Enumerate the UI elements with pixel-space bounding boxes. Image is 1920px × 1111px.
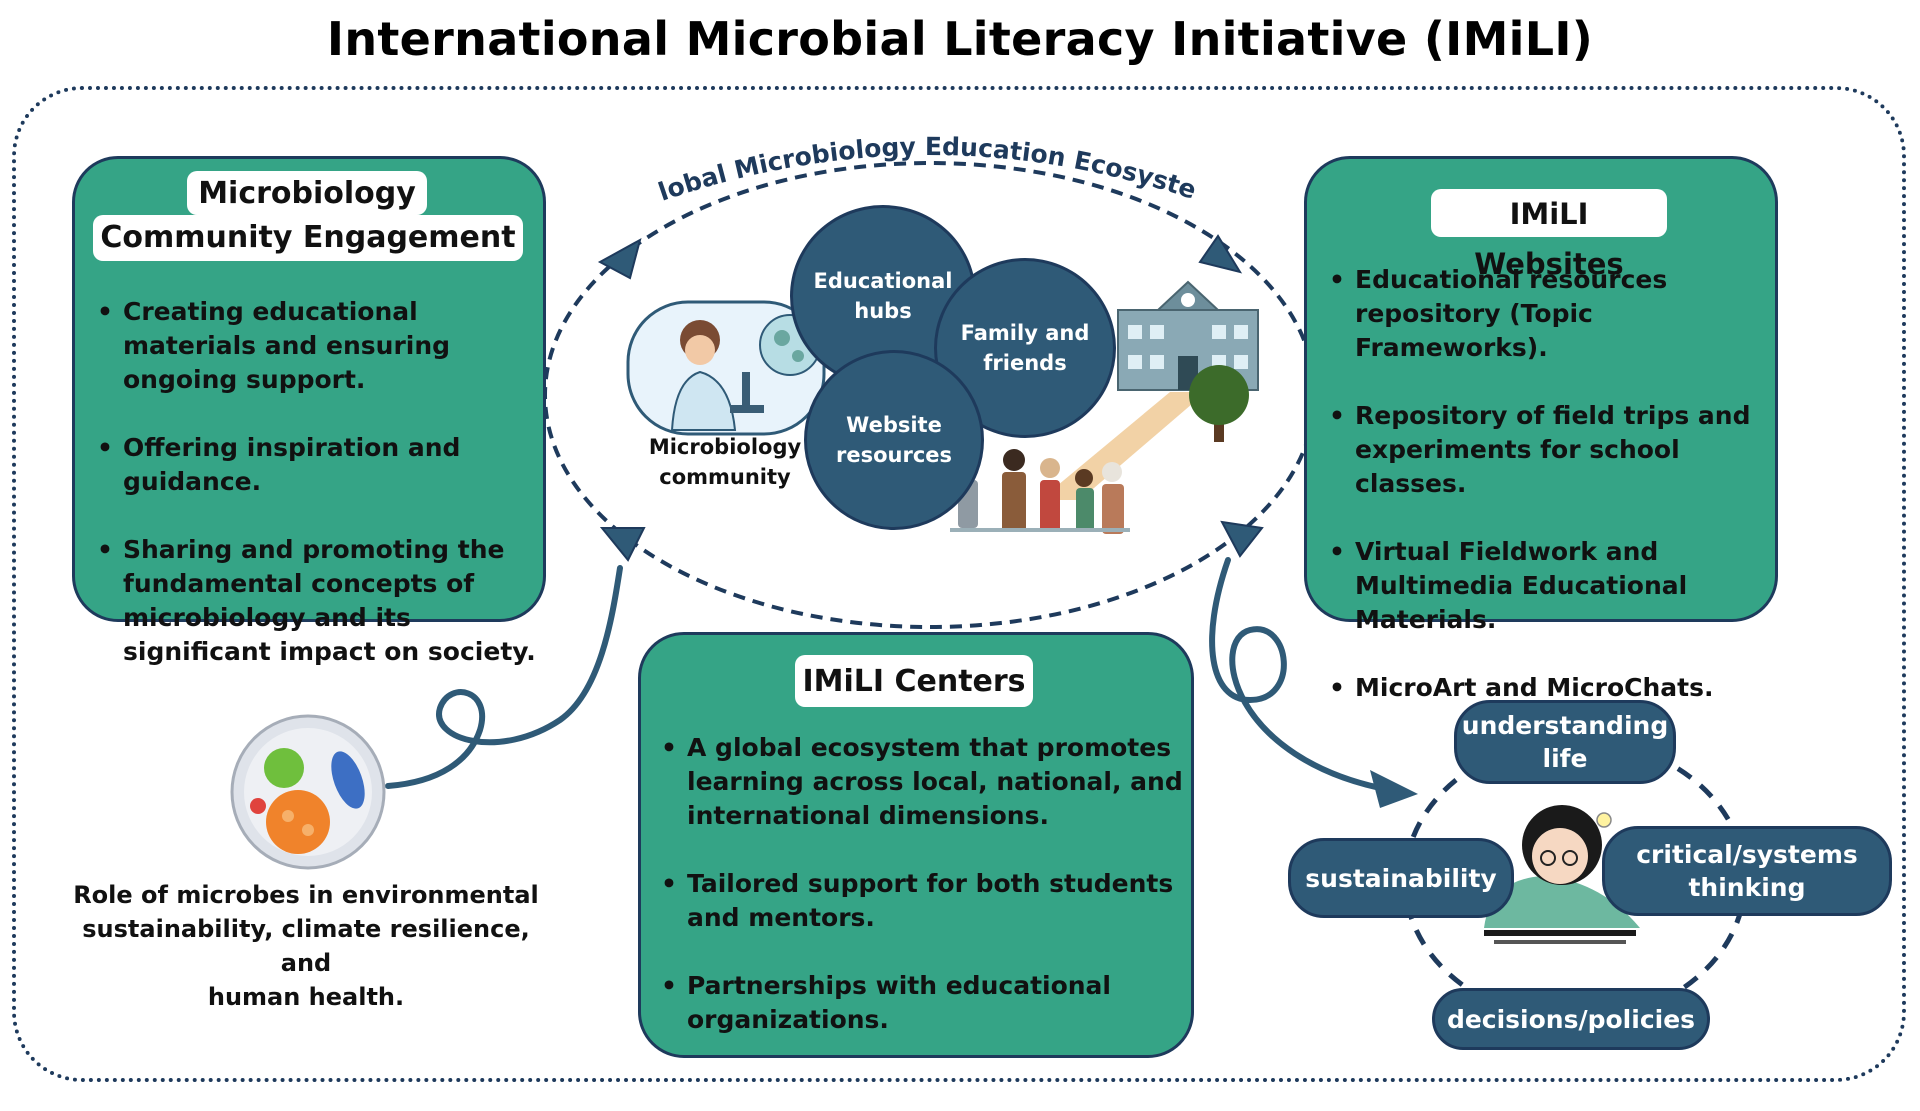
scientist-illustration (626, 300, 826, 436)
engagement-item: Sharing and promoting the fundamental co… (97, 533, 553, 669)
engagement-title-line2: Community Engagement (93, 215, 523, 261)
ellipse-arrow-upper-right (1198, 234, 1243, 274)
diagram-title: International Microbial Literacy Initiat… (326, 12, 1594, 66)
websites-item: Repository of field trips and experiment… (1329, 399, 1785, 501)
outcome-critical-systems-thinking: critical/systems thinking (1602, 826, 1892, 916)
community-caption: Microbiology community (648, 435, 802, 489)
outcome-decisions-policies: decisions/policies (1432, 988, 1710, 1050)
websites-item: Educational resources repository (Topic … (1329, 263, 1785, 365)
websites-item: MicroArt and MicroChats. (1329, 671, 1785, 705)
websites-list: Educational resources repository (Topic … (1327, 263, 1785, 739)
outcomes-arrow-head (1370, 770, 1418, 808)
outer-dotted-frame (12, 86, 1906, 1082)
outcome-sustainability: sustainability (1288, 838, 1514, 918)
engagement-list: Creating educational materials and ensur… (95, 295, 553, 703)
engagement-item: Offering inspiration and guidance. (97, 431, 553, 499)
centers-title: IMiLI Centers (795, 655, 1033, 707)
tree-illustration (1189, 365, 1249, 442)
outcomes-curl-arrow (1209, 557, 1393, 793)
websites-title: IMiLI Websites (1431, 189, 1667, 281)
microbes-caption: Role of microbes in environmental sustai… (73, 881, 539, 1011)
microbes-curl-arrow (385, 565, 623, 789)
bubble-website-resources: Website resources (804, 350, 984, 530)
centers-item: Partnerships with educational organizati… (661, 969, 1187, 1037)
centers-list: A global ecosystem that promotes learnin… (659, 731, 1187, 1071)
centers-panel: IMiLI Centers A global ecosystem that pr… (638, 632, 1194, 1058)
centers-item: A global ecosystem that promotes learnin… (661, 731, 1187, 833)
ellipse-arrow-lower-left (599, 527, 646, 562)
websites-panel: IMiLI Websites Educational resources rep… (1304, 156, 1778, 705)
ellipse-arrow-upper-left (597, 238, 642, 280)
engagement-title-line1: Microbiology (187, 171, 427, 215)
engagement-item: Creating educational materials and ensur… (97, 295, 553, 397)
student-illustration (1484, 805, 1640, 944)
outcome-understanding-life: understanding life (1454, 700, 1676, 784)
petri-dish-illustration (230, 714, 386, 870)
ellipse-arrow-lower-right (1220, 520, 1264, 558)
centers-item: Tailored support for both students and m… (661, 867, 1187, 935)
family-illustration (950, 449, 1130, 534)
websites-item: Virtual Fieldwork and Multimedia Educati… (1329, 535, 1785, 637)
engagement-panel: Microbiology Community Engagement Creati… (72, 156, 546, 666)
